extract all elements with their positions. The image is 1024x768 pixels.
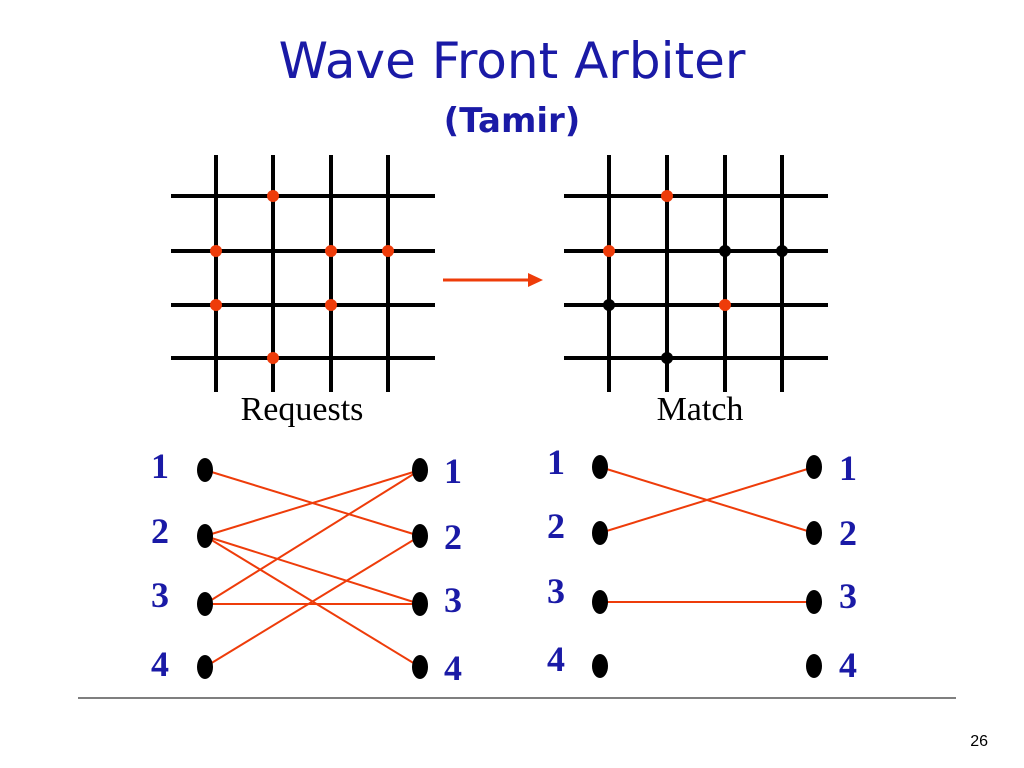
match-graph-left-label-4: 4 [547,639,565,679]
match-graph-edge-2-1 [599,466,815,534]
transform-arrow [443,273,543,287]
match-grid-red-dot-1-2 [661,190,673,202]
requests-graph-right-label-2: 2 [444,517,462,557]
slide-title: Wave Front Arbiter [279,32,746,90]
match-graph-left-node-1 [592,455,608,479]
requests-grid-red-dot-2-1 [210,245,222,257]
match-graph-left-label-3: 3 [547,571,565,611]
requests-graph-right-node-3 [412,592,428,616]
requests-graph-edge-4-2 [204,535,421,668]
match-graph-right-node-1 [806,455,822,479]
match-graph-right-label-3: 3 [839,576,857,616]
requests-graph-left-label-3: 3 [151,575,169,615]
match-graph-right-node-2 [806,521,822,545]
requests-bipartite-graph: 1 2 3 4 1 2 3 4 [151,446,462,688]
requests-graph-right-node-4 [412,655,428,679]
requests-graph-edge-2-3 [204,535,421,605]
match-graph-right-label-1: 1 [839,448,857,488]
match-grid-black-dot-2-3 [719,245,731,257]
requests-graph-edge-3-1 [204,469,421,605]
requests-graph-right-node-2 [412,524,428,548]
requests-grid-red-dot-2-4 [382,245,394,257]
match-graph-left-label-1: 1 [547,442,565,482]
requests-grid-red-dot-3-1 [210,299,222,311]
match-grid-red-dot-3-3 [719,299,731,311]
match-graph-left-node-4 [592,654,608,678]
match-bipartite-graph: 1 2 3 4 1 2 3 4 [547,442,857,685]
match-graph-right-node-3 [806,590,822,614]
requests-graph-left-node-4 [197,655,213,679]
page-number: 26 [970,733,988,750]
requests-graph-left-node-3 [197,592,213,616]
slide-subtitle: (Tamir) [444,101,581,141]
match-grid-black-dot-4-2 [661,352,673,364]
requests-graph-left-label-1: 1 [151,446,169,486]
match-graph-left-label-2: 2 [547,506,565,546]
requests-grid-red-dot-2-3 [325,245,337,257]
requests-graph-left-label-2: 2 [151,511,169,551]
match-label: Match [657,391,744,428]
requests-graph-left-node-2 [197,524,213,548]
requests-graph-right-node-1 [412,458,428,482]
match-graph-right-label-4: 4 [839,645,857,685]
requests-graph-right-label-4: 4 [444,648,462,688]
requests-graph-right-label-1: 1 [444,451,462,491]
requests-label: Requests [241,391,364,428]
match-grid [564,155,828,392]
match-grid-red-dot-2-1 [603,245,615,257]
match-graph-right-node-4 [806,654,822,678]
requests-graph-right-label-3: 3 [444,580,462,620]
match-graph-left-node-3 [592,590,608,614]
requests-graph-left-node-1 [197,458,213,482]
requests-graph-edge-2-1 [204,469,421,537]
requests-grid-red-dot-1-2 [267,190,279,202]
match-grid-black-dot-2-4 [776,245,788,257]
match-graph-left-node-2 [592,521,608,545]
requests-grid [171,155,435,392]
requests-grid-red-dot-4-2 [267,352,279,364]
match-graph-right-label-2: 2 [839,513,857,553]
requests-graph-left-label-4: 4 [151,644,169,684]
match-grid-black-dot-3-1 [603,299,615,311]
requests-grid-red-dot-3-3 [325,299,337,311]
